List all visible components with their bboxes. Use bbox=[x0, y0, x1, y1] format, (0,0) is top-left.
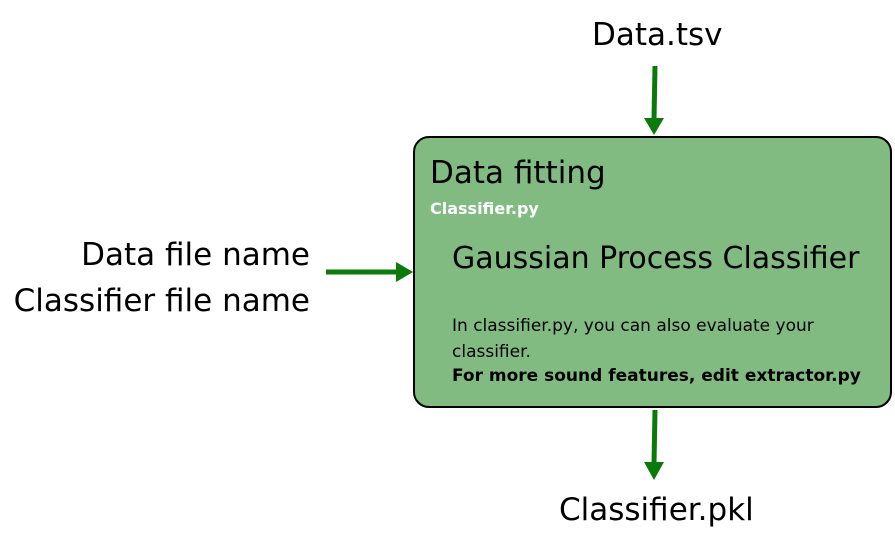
classifier-file-name-label: Classifier file name bbox=[13, 283, 310, 319]
arrow-top-in bbox=[644, 65, 664, 135]
arrow-left-in bbox=[326, 262, 413, 282]
process-title: Data fitting bbox=[430, 155, 606, 191]
process-note-bold: For more sound features, edit extractor.… bbox=[452, 366, 861, 386]
process-method-heading: Gaussian Process Classifier bbox=[452, 241, 860, 276]
output-classifier-pkl-label: Classifier.pkl bbox=[559, 492, 754, 528]
process-note: In classifier.py, you can also evaluate … bbox=[452, 316, 814, 362]
process-script-name: Classifier.py bbox=[430, 199, 539, 218]
data-file-name-label: Data file name bbox=[81, 237, 310, 273]
input-data-tsv-label: Data.tsv bbox=[592, 17, 723, 53]
input-names-label: Data file name Classifier file name bbox=[0, 232, 310, 324]
data-fitting-process-box: Data fitting Classifier.py Gaussian Proc… bbox=[413, 136, 892, 408]
arrow-bottom-out bbox=[644, 409, 664, 480]
